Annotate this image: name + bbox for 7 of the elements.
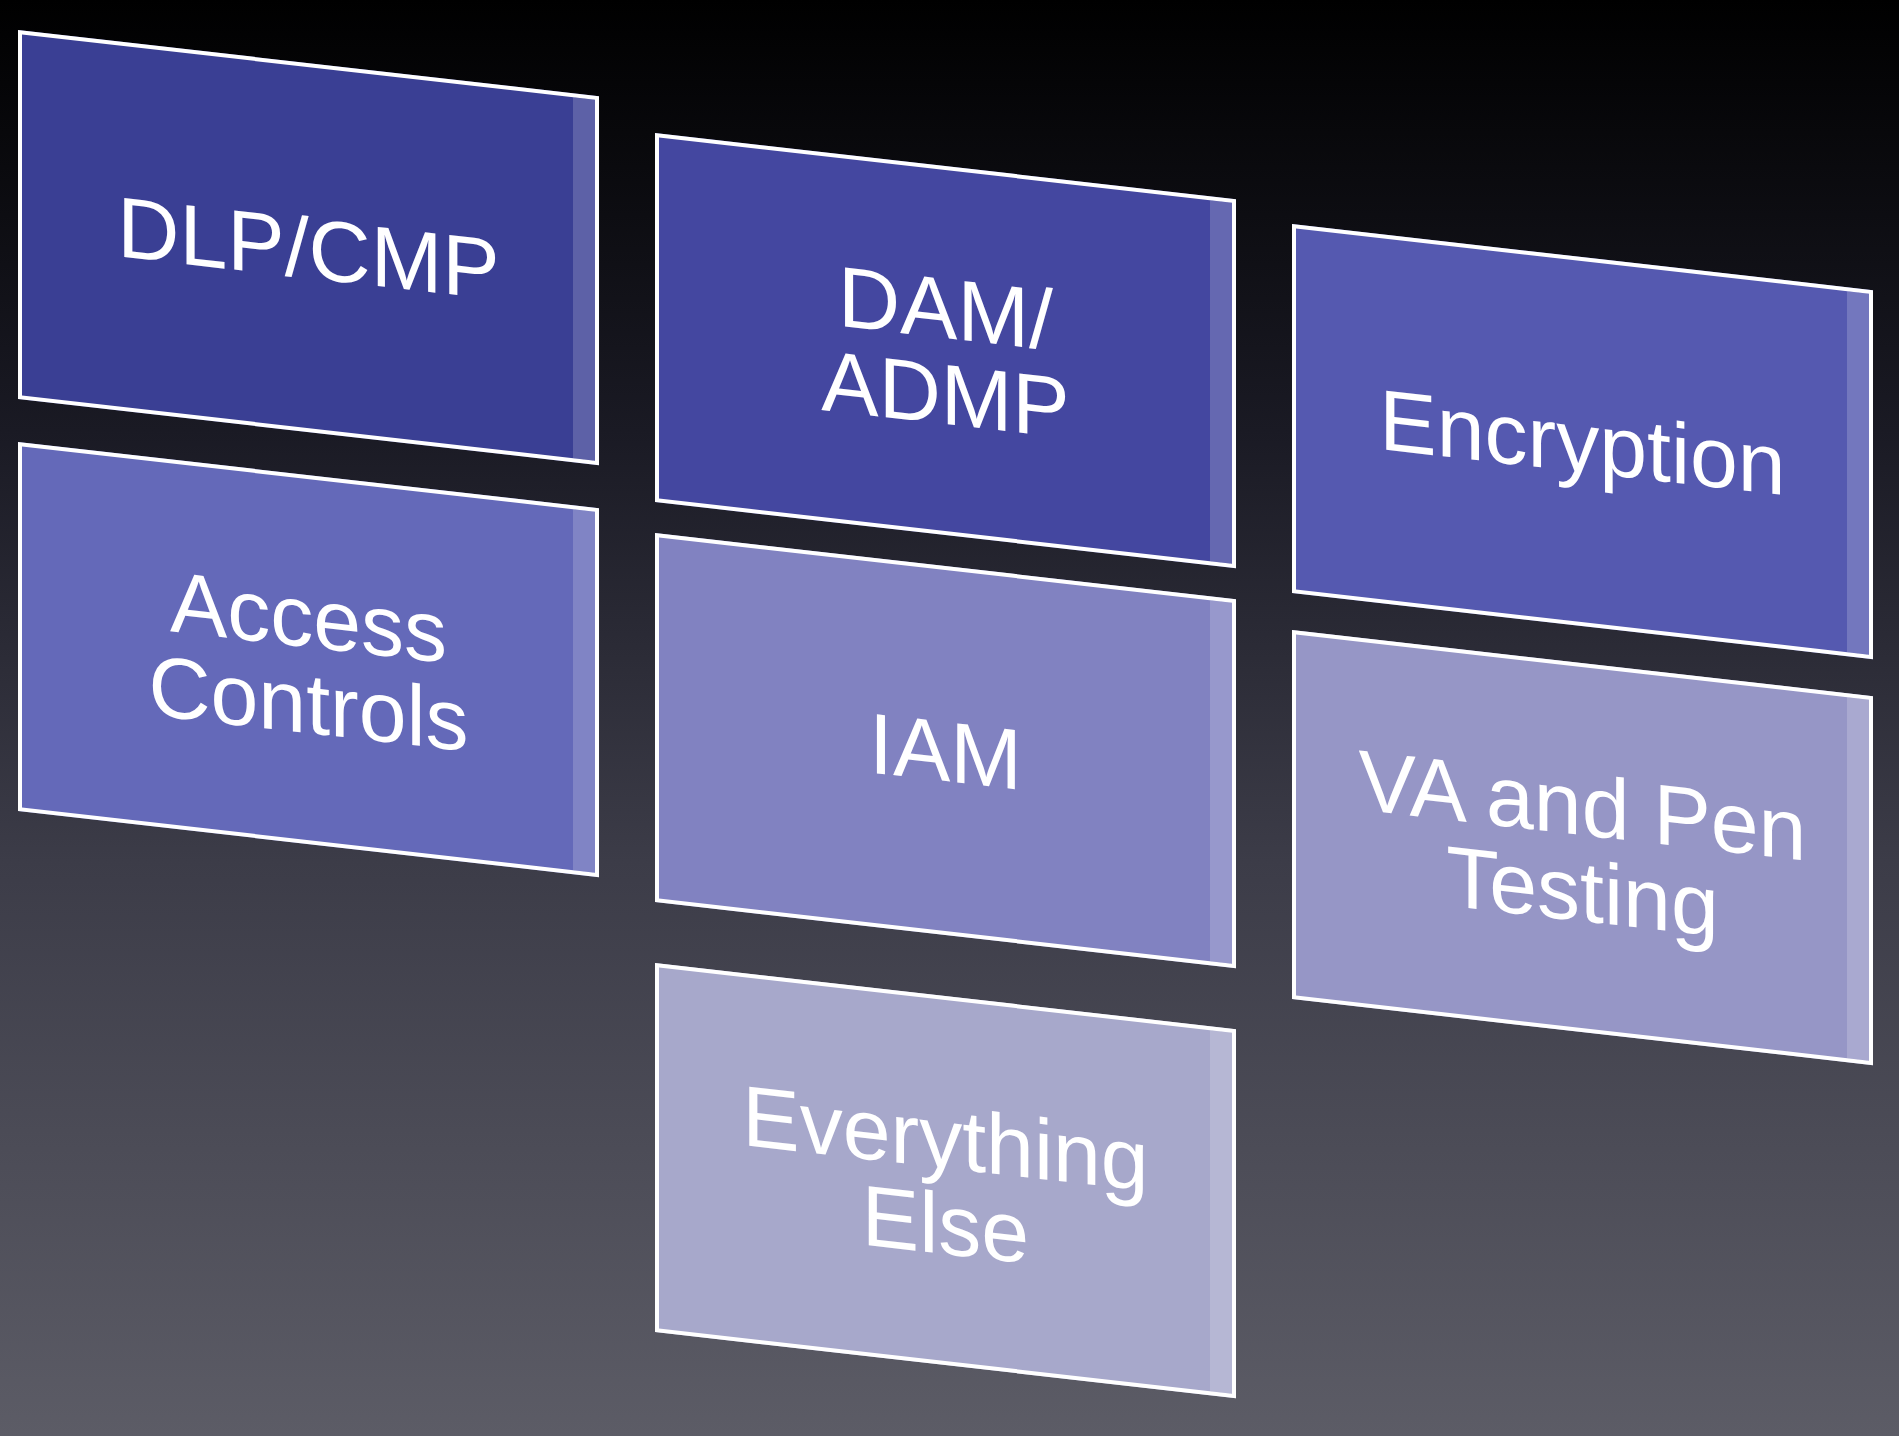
block-label: DAM/ ADMP	[820, 246, 1071, 458]
block-label: IAM	[869, 698, 1022, 803]
block-label: VA and Pen Testing	[1357, 734, 1808, 957]
block-label: Access Controls	[147, 551, 470, 771]
block-label: DLP/CMP	[117, 182, 500, 313]
block-label: Everything Else	[741, 1067, 1150, 1284]
block-label: Encryption	[1379, 375, 1786, 508]
